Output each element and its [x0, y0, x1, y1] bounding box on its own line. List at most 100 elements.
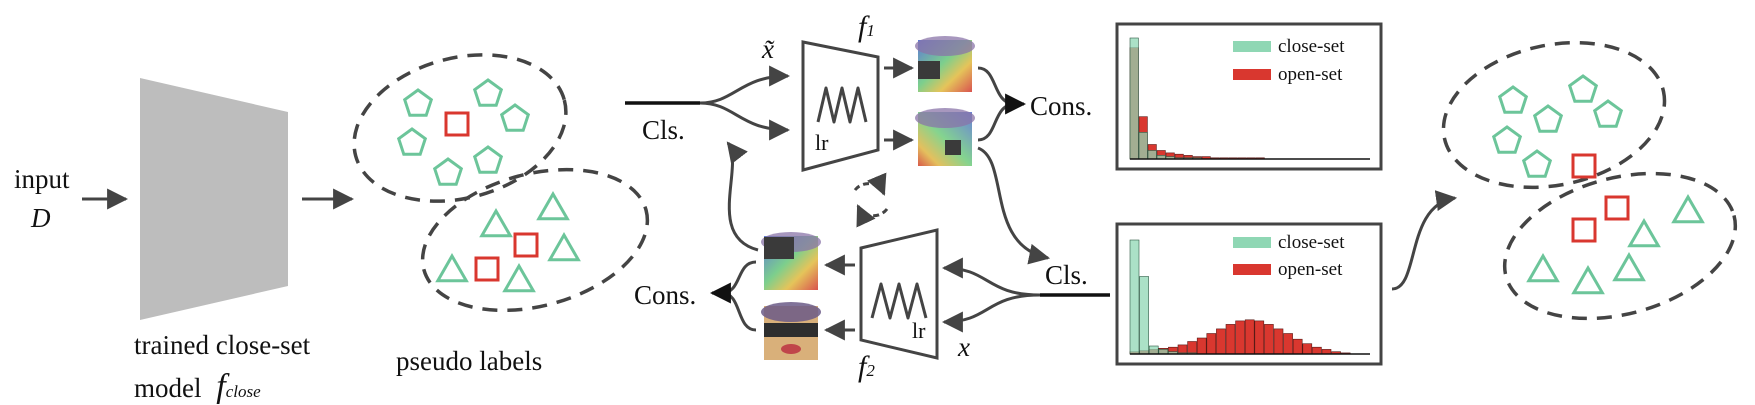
f-close-subscript: close: [225, 382, 261, 401]
f2-subscript: 2: [866, 361, 875, 380]
open-set-bar: [1273, 328, 1284, 355]
open-set-bar: [1292, 338, 1303, 355]
legend-bottom-open-label: open-set: [1278, 259, 1343, 280]
pseudo-cluster-top: [352, 53, 568, 203]
f1-lr-label: lr: [815, 130, 829, 155]
pentagon-marker: [1521, 149, 1553, 178]
input-label: input: [14, 164, 70, 194]
f2-lr-label: lr: [912, 318, 926, 343]
x-tilde-symbol: x̃: [762, 34, 774, 64]
open-set-bar: [1283, 333, 1293, 355]
refined-cluster-bottom: [1502, 171, 1738, 321]
pentagon-marker: [1567, 74, 1599, 103]
face-heatmap-top-2: [915, 108, 975, 166]
square-marker: [1571, 153, 1597, 179]
close-set-model-shape: [140, 78, 288, 320]
arrow-to-cons-top-b: [977, 102, 1016, 142]
open-set-bar: [1302, 343, 1313, 355]
pentagon-marker: [1491, 125, 1523, 154]
face-heatmap-top-1: [915, 36, 975, 92]
cons-top-label: Cons.: [1030, 91, 1093, 121]
pentagon-marker: [1532, 104, 1564, 133]
model-caption-line2: model fclose: [134, 370, 261, 404]
histogram-bottom-bars: [1129, 239, 1351, 355]
f1-network-shape: [801, 40, 880, 172]
open-set-bar: [1235, 320, 1245, 355]
legend-top-open-swatch: [1233, 69, 1271, 80]
f2-network-shape: [859, 228, 939, 360]
pentagon-marker: [472, 145, 504, 174]
f-close-symbol: f: [216, 368, 226, 405]
f1-zigzag-icon: [816, 86, 868, 124]
open-set-bar: [1244, 319, 1255, 355]
pseudo-label-markers: [396, 78, 581, 293]
pentagon-marker: [432, 157, 464, 186]
open-set-bar: [1206, 333, 1217, 355]
pentagon-marker: [1497, 85, 1529, 114]
pentagon-marker: [402, 88, 434, 117]
x-symbol: x: [958, 332, 970, 362]
triangle-marker: [1612, 251, 1646, 282]
arrow-to-cons-bottom-a: [721, 260, 757, 295]
f2-symbol: f2: [858, 352, 875, 382]
arrow-to-f2-bottom: [941, 293, 1041, 333]
close-set-bar: [1147, 150, 1157, 160]
triangle-marker: [1627, 217, 1661, 248]
open-set-bar: [1225, 324, 1236, 355]
pentagon-marker: [396, 127, 428, 156]
legend-top-close-swatch: [1233, 41, 1271, 52]
triangle-marker: [502, 262, 536, 293]
open-set-bar: [1264, 324, 1274, 355]
cons-bottom-label: Cons.: [634, 280, 697, 310]
legend-bottom-close-swatch: [1233, 237, 1271, 248]
arrow-to-cons-bottom-b: [721, 291, 757, 332]
face-heatmap-bottom-1: [761, 232, 821, 290]
square-marker: [1571, 217, 1597, 243]
model-caption-line1: trained close-set: [134, 330, 311, 360]
triangle-marker: [435, 252, 469, 283]
legend-top-open-label: open-set: [1278, 64, 1343, 85]
square-marker: [1604, 195, 1630, 221]
open-set-bar: [1312, 346, 1322, 355]
pseudo-labels-caption: pseudo labels: [396, 346, 543, 376]
close-set-bar: [1129, 37, 1139, 160]
open-set-bar: [1216, 328, 1226, 355]
close-set-bar: [1139, 276, 1149, 355]
f1-symbol: f1: [858, 12, 875, 42]
arrow-to-f1-bottom: [699, 101, 791, 141]
refined-cluster-top: [1441, 40, 1667, 190]
f1-subscript: 1: [866, 21, 875, 40]
arrow-to-f1-top: [699, 65, 791, 105]
close-set-bar: [1129, 239, 1140, 355]
close-set-bar: [1148, 345, 1159, 355]
square-marker: [513, 232, 539, 258]
arrow-to-cls-bottom: [977, 146, 1051, 265]
open-set-bar: [1254, 320, 1265, 355]
f2-zigzag-icon: [870, 282, 928, 320]
cls-bottom-label: Cls.: [1045, 260, 1088, 290]
dataset-symbol: D: [31, 203, 51, 233]
pentagon-marker: [499, 103, 531, 132]
legend-top-close-label: close-set: [1278, 36, 1345, 57]
square-marker: [474, 256, 500, 282]
pentagon-marker: [472, 78, 504, 107]
arrow-to-cons-top-a: [977, 66, 1016, 106]
triangle-marker: [1571, 264, 1605, 295]
model-word: model: [134, 373, 202, 403]
arrow-to-f2-top: [941, 257, 1041, 297]
triangle-marker: [1526, 252, 1560, 283]
triangle-marker: [1671, 193, 1705, 224]
legend-bottom-open-swatch: [1233, 264, 1271, 275]
alternate-training-icon: [853, 172, 889, 228]
f2-base: f: [858, 350, 867, 383]
square-marker: [444, 111, 470, 137]
close-set-bar: [1138, 132, 1148, 160]
open-set-bar: [1187, 341, 1197, 355]
legend-bottom-close-label: close-set: [1278, 232, 1345, 253]
refined-label-markers: [1491, 74, 1705, 295]
open-set-bar: [1196, 337, 1207, 355]
pentagon-marker: [1592, 99, 1624, 128]
face-heatmap-bottom-2: [761, 302, 821, 360]
triangle-marker: [547, 231, 581, 262]
